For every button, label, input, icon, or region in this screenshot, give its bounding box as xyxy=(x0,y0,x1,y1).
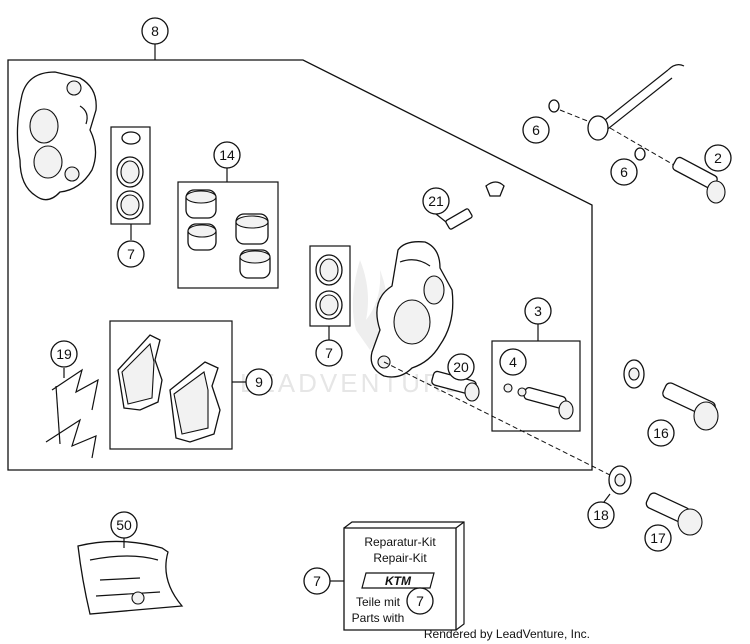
callout-7-kit-left[interactable]: 7 xyxy=(303,567,331,595)
svg-text:16: 16 xyxy=(653,425,669,441)
brake-pad-box xyxy=(109,320,233,450)
grease-pouch-drawing xyxy=(77,540,184,615)
svg-text:7: 7 xyxy=(127,246,135,262)
watermark-text: LEADVENTURE xyxy=(240,368,465,398)
render-credit: Rendered by LeadVenture, Inc. xyxy=(424,627,590,641)
seal-kit-box-middle xyxy=(309,245,351,327)
assembly-outline xyxy=(7,59,593,471)
callout-3[interactable]: 3 xyxy=(524,297,552,325)
svg-text:4: 4 xyxy=(509,354,517,370)
callout-8[interactable]: 8 xyxy=(141,17,169,45)
bolt-17-drawing xyxy=(645,492,703,536)
svg-text:17: 17 xyxy=(650,530,666,546)
callout-7-middle[interactable]: 7 xyxy=(315,339,343,367)
svg-text:21: 21 xyxy=(428,193,444,209)
callout-2[interactable]: 2 xyxy=(704,144,732,172)
callout-9[interactable]: 9 xyxy=(245,368,273,396)
kit-line-1: Reparatur-Kit xyxy=(364,535,436,549)
caliper-carrier-drawing xyxy=(16,71,97,201)
ktm-logo-text: KTM xyxy=(385,574,412,588)
callout-7-left[interactable]: 7 xyxy=(117,240,145,268)
svg-text:9: 9 xyxy=(255,374,263,390)
svg-text:2: 2 xyxy=(714,150,722,166)
brake-pads-drawing xyxy=(117,334,221,443)
svg-text:6: 6 xyxy=(620,164,628,180)
pad-spring-drawing xyxy=(45,368,99,459)
svg-text:8: 8 xyxy=(151,23,159,39)
seal-rings-middle xyxy=(315,254,343,320)
bolt-16-drawing xyxy=(662,382,719,431)
svg-text:3: 3 xyxy=(534,303,542,319)
callout-7-kit-inner[interactable]: 7 xyxy=(406,587,434,615)
callout-16[interactable]: 16 xyxy=(647,419,675,447)
kit-line-3: Teile mit xyxy=(356,595,401,609)
seal-rings-left xyxy=(116,131,144,220)
callout-4[interactable]: 4 xyxy=(499,348,527,376)
guide-pin-drawing xyxy=(517,387,574,420)
kit-line-4: Parts with xyxy=(352,611,405,625)
svg-text:6: 6 xyxy=(532,122,540,138)
svg-text:19: 19 xyxy=(56,346,72,362)
svg-text:7: 7 xyxy=(416,593,424,609)
callout-17[interactable]: 17 xyxy=(644,524,672,552)
brake-line-drawing xyxy=(548,64,726,204)
callout-20[interactable]: 20 xyxy=(447,353,475,381)
svg-text:20: 20 xyxy=(453,359,469,375)
callout-6-top[interactable]: 6 xyxy=(522,116,550,144)
callout-6-bottom[interactable]: 6 xyxy=(610,158,638,186)
callout-18[interactable]: 18 xyxy=(587,501,615,529)
piston-box xyxy=(177,181,279,289)
washer-18-drawing xyxy=(608,465,632,495)
svg-text:7: 7 xyxy=(313,573,321,589)
callout-14[interactable]: 14 xyxy=(213,141,241,169)
svg-text:14: 14 xyxy=(219,147,235,163)
callout-19[interactable]: 19 xyxy=(50,340,78,368)
callout-21[interactable]: 21 xyxy=(422,187,450,215)
ktm-logo: KTM xyxy=(361,572,435,589)
washer-16-drawing xyxy=(623,359,645,389)
svg-text:18: 18 xyxy=(593,507,609,523)
pin-kit-box xyxy=(491,340,581,432)
kit-line-2: Repair-Kit xyxy=(373,551,427,565)
repair-kit-box: Reparatur-Kit Repair-Kit KTM Teile mit P… xyxy=(343,521,465,631)
callout-50[interactable]: 50 xyxy=(110,511,138,539)
bolt-20-drawing xyxy=(431,370,513,402)
bleeder-valve-drawing xyxy=(445,181,505,230)
pistons-drawing xyxy=(185,189,271,279)
svg-text:7: 7 xyxy=(325,345,333,361)
caliper-body-drawing xyxy=(370,241,454,378)
svg-text:50: 50 xyxy=(116,517,132,533)
